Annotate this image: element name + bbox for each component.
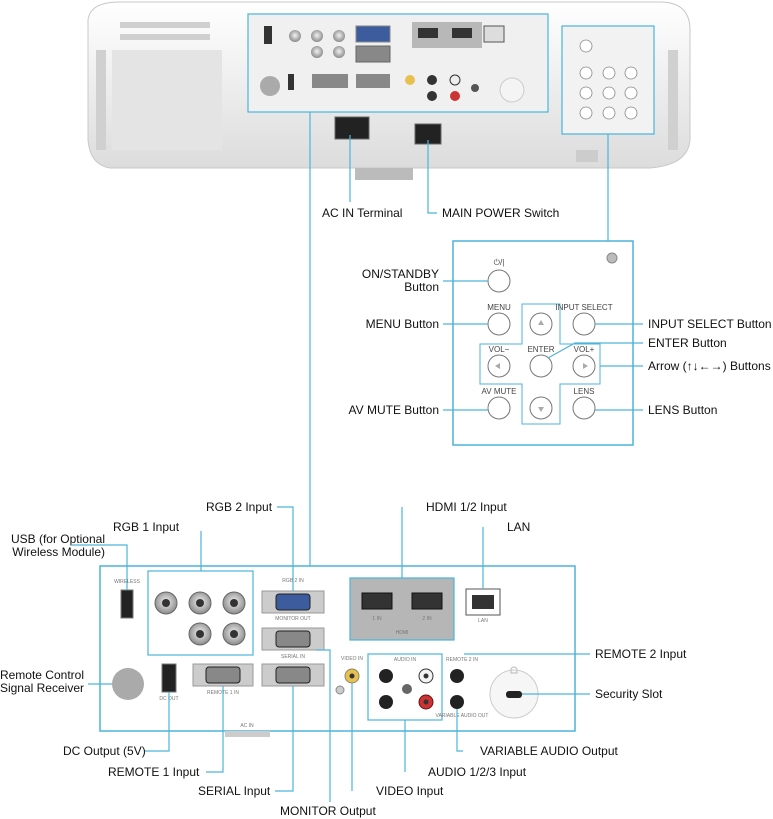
remote2-in-label: REMOTE 2 IN	[446, 657, 478, 663]
callout-rgb2: RGB 2 Input	[206, 500, 273, 514]
remote-receiver	[112, 668, 144, 700]
callout-main-power: MAIN POWER Switch	[442, 206, 559, 220]
right-vent	[668, 50, 678, 150]
callout-enter: ENTER Button	[648, 336, 727, 350]
connector-panel-closeup: WIRELESS RGB 2 IN MONITOR OUT 1 IN 2 IN …	[99, 565, 576, 737]
keypad-power-label: ⏻/|	[494, 258, 505, 267]
lan-panel-label: LAN	[478, 618, 488, 624]
keypad-vol-plus-label: VOL+	[574, 345, 595, 354]
keypad-av-mute-button[interactable]	[487, 396, 511, 420]
callout-ac-in: AC IN Terminal	[322, 206, 402, 220]
audio-in-label: AUDIO IN	[394, 657, 417, 663]
leader-lines	[72, 112, 643, 802]
callout-monitor: MONITOR Output	[280, 804, 376, 818]
callout-var-audio: VARIABLE AUDIO Output	[480, 744, 619, 758]
projector-body	[87, 1, 691, 180]
variable-audio-out-label: VARIABLE AUDIO OUT	[436, 713, 489, 719]
monitor-out-dsub	[275, 630, 311, 648]
callout-usb-1: USB (for Optional	[11, 532, 105, 546]
callout-menu: MENU Button	[366, 317, 439, 331]
usb-port	[120, 589, 134, 619]
callout-usb-2: Wireless Module)	[12, 545, 105, 559]
keypad-menu-label: MENU	[487, 303, 511, 312]
callout-remote-rx-2: Signal Receiver	[0, 681, 84, 695]
rgb2-dsub	[275, 593, 311, 611]
callout-dc-out: DC Output (5V)	[63, 744, 146, 758]
callout-lens: LENS Button	[648, 403, 717, 417]
hdmi2-port	[411, 592, 443, 610]
keypad-lens-button[interactable]	[572, 396, 596, 420]
callout-rgb1: RGB 1 Input	[113, 520, 180, 534]
keypad-vol-minus-label: VOL−	[489, 345, 510, 354]
callout-labels: AC IN Terminal MAIN POWER Switch ON/STAN…	[0, 206, 772, 818]
video-in-label: VIDEO IN	[341, 656, 363, 662]
security-slot	[506, 691, 522, 698]
keypad-arrow-icons	[495, 320, 588, 412]
callout-security: Security Slot	[595, 687, 663, 701]
variable-audio-jack	[450, 695, 464, 709]
lock-icon	[510, 666, 518, 674]
remote2-jack	[450, 669, 464, 683]
callout-audio: AUDIO 1/2/3 Input	[428, 765, 527, 779]
serial-dsub	[275, 666, 311, 684]
audio-jacks	[379, 668, 434, 710]
dc-out-port	[161, 663, 177, 693]
callout-arrow: Arrow (↑↓←→) Buttons	[648, 359, 771, 373]
ac-in-panel-label: AC IN	[240, 723, 254, 729]
hdmi-logo-label: HDMI	[396, 630, 409, 636]
hdmi2-label: 2 IN	[422, 616, 432, 622]
callout-hdmi: HDMI 1/2 Input	[426, 500, 507, 514]
monitor-out-label: MONITOR OUT	[275, 616, 310, 622]
hdmi1-port	[361, 592, 393, 610]
keypad-menu-button[interactable]	[487, 312, 511, 336]
keypad-enter-label: ENTER	[527, 345, 554, 354]
keypad-av-mute-label: AV MUTE	[482, 387, 517, 396]
ac-inlet-thumb	[334, 116, 370, 140]
callout-remote1: REMOTE 1 Input	[108, 765, 200, 779]
keypad-lens-label: LENS	[574, 387, 595, 396]
callout-remote-rx-1: Remote Control	[0, 668, 84, 682]
callout-lan: LAN	[507, 520, 530, 534]
rgb1-bnc-connectors	[154, 591, 246, 646]
remote1-dsub	[205, 666, 241, 684]
callout-video: VIDEO Input	[376, 784, 444, 798]
serial-in-label: SERIAL IN	[281, 654, 305, 660]
callout-input-select: INPUT SELECT Button	[648, 317, 772, 331]
hdmi1-label: 1 IN	[372, 616, 382, 622]
callout-on-standby-1: ON/STANDBY	[362, 267, 439, 281]
callout-remote2: REMOTE 2 Input	[595, 647, 687, 661]
keypad-power-button[interactable]	[487, 269, 511, 293]
callout-av-mute: AV MUTE Button	[349, 403, 439, 417]
keypad-input-select-label: INPUT SELECT	[555, 303, 612, 312]
rear-panel-thumb-ports	[260, 22, 525, 103]
keypad-enter-button[interactable]	[529, 354, 553, 378]
left-vent	[96, 22, 222, 150]
callout-on-standby-2: Button	[404, 280, 439, 294]
callout-serial: SERIAL Input	[198, 784, 271, 798]
keypad-thumb-buttons	[579, 39, 638, 120]
keypad-input-select-button[interactable]	[572, 312, 596, 336]
